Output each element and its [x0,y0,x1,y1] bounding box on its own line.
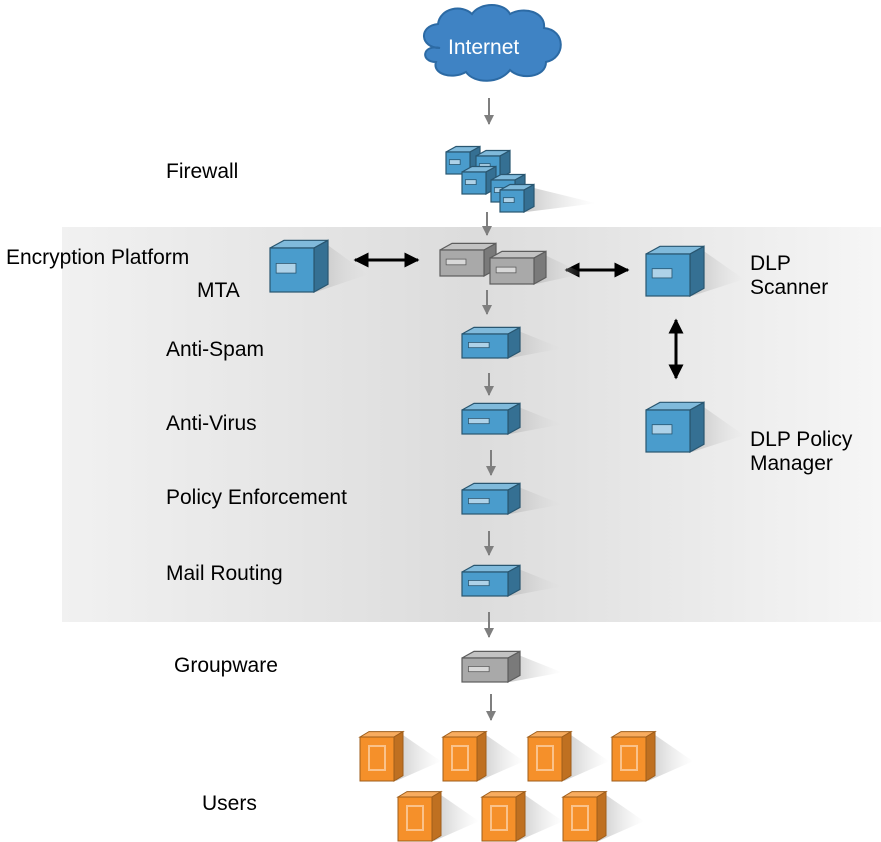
encryption-platform-device-slot [275,262,297,274]
groupware-device [461,650,562,684]
user-workstation-1 [358,730,441,782]
dlp-scanner-device-slot [651,268,673,279]
mail-routing-device [461,564,562,598]
dlp-policy-manager-device [645,401,744,454]
firewall-block-3-slot [464,179,477,185]
internet-cloud: Internet [423,4,562,82]
mta-label: MTA [197,279,240,302]
user-workstation-1-shadow [396,735,441,781]
anti-spam-device-slot [468,341,490,349]
user-workstation-3-shadow [564,735,609,781]
user-workstation-3-front [527,736,563,782]
mta-server-1-slot [445,258,467,266]
user-workstation-6-side [515,790,526,842]
user-workstation-3 [526,730,609,782]
dlp-scanner-label-line1: DLP [750,252,791,275]
user-workstation-5-front [397,796,433,842]
user-workstation-7-front [562,796,598,842]
user-workstation-2-shadow [479,735,524,781]
mta-server-1 [439,242,497,278]
user-workstation-4-shadow [648,735,693,781]
mta-server-2-shadow [536,255,584,284]
groupware-device-slot [468,666,490,673]
dlp-policy-manager-device-side [689,401,705,454]
user-workstation-7-screen [571,805,589,831]
dlp-policy-label-line1: DLP Policy [750,428,853,451]
encryption-platform-device-side [313,239,329,294]
user-workstation-5-side [431,790,442,842]
policy-enforcement-device-slot [468,497,490,505]
firewall-block-1-slot [448,159,461,165]
anti-virus-device-slot [468,417,490,425]
dlp-policy-label-line2: Manager [750,452,833,475]
firewall-block-5-slot [502,197,515,203]
encryption-platform-device-shadow [316,245,368,292]
anti-spam-device [461,326,562,360]
anti-spam-device-shadow [510,331,562,358]
mail-routing-device-slot [468,580,490,587]
anti-virus-label: Anti-Virus [166,412,257,435]
policy-enforcement-label: Policy Enforcement [166,486,347,509]
user-workstation-6-front [481,796,517,842]
user-workstation-4-front [611,736,647,782]
user-workstation-4-side [645,730,656,782]
groupware-label: Groupware [174,654,278,677]
user-workstation-2-side [476,730,487,782]
user-workstation-3-side [561,730,572,782]
internet-label: Internet [448,36,519,59]
users-label: Users [202,792,257,815]
firewall-label: Firewall [166,160,239,183]
user-workstation-2-front [442,736,478,782]
firewall-block-5 [499,183,596,214]
user-workstation-4-screen [620,745,638,771]
mail-routing-device-shadow [510,569,562,596]
user-workstation-6-screen [490,805,508,831]
user-workstation-5-shadow [434,795,479,841]
dlp-scanner-label-line2: Scanner [750,276,829,299]
user-workstation-1-screen [368,745,386,771]
user-workstation-7-side [596,790,607,842]
firewall-block-2-side [499,149,511,180]
user-workstation-4 [610,730,693,782]
dlp-scanner-device [645,245,744,298]
policy-enforcement-device [461,482,562,516]
anti-virus-device-shadow [510,407,562,434]
user-workstation-5 [396,790,479,842]
mta-server-2-slot [495,266,517,274]
dlp-scanner-device-shadow [692,251,744,296]
user-workstation-1-front [359,736,395,782]
policy-enforcement-device-shadow [510,487,562,514]
user-workstation-7 [561,790,644,842]
user-workstation-1-side [393,730,404,782]
user-workstation-5-screen [406,805,424,831]
user-workstation-7-shadow [599,795,644,841]
user-workstation-3-screen [536,745,554,771]
anti-virus-device [461,402,562,436]
dlp-policy-manager-device-slot [651,424,673,435]
mta-server-2 [489,250,584,286]
firewall-block-5-shadow [526,188,596,212]
groupware-device-shadow [510,655,562,682]
user-workstation-2 [441,730,524,782]
encryption-platform-device [269,239,368,294]
user-workstation-6 [480,790,563,842]
encryption-platform-label: Encryption Platform [6,246,190,269]
anti-spam-label: Anti-Spam [166,338,265,361]
user-workstation-2-screen [451,745,469,771]
firewall-block-5-side [523,183,535,214]
encryption-platform-device-front [269,247,315,293]
user-workstation-6-shadow [518,795,563,841]
mail-routing-label: Mail Routing [166,562,283,585]
dlp-scanner-device-side [689,245,705,298]
flow-arrows [482,98,496,721]
dlp-policy-manager-device-shadow [692,407,744,452]
